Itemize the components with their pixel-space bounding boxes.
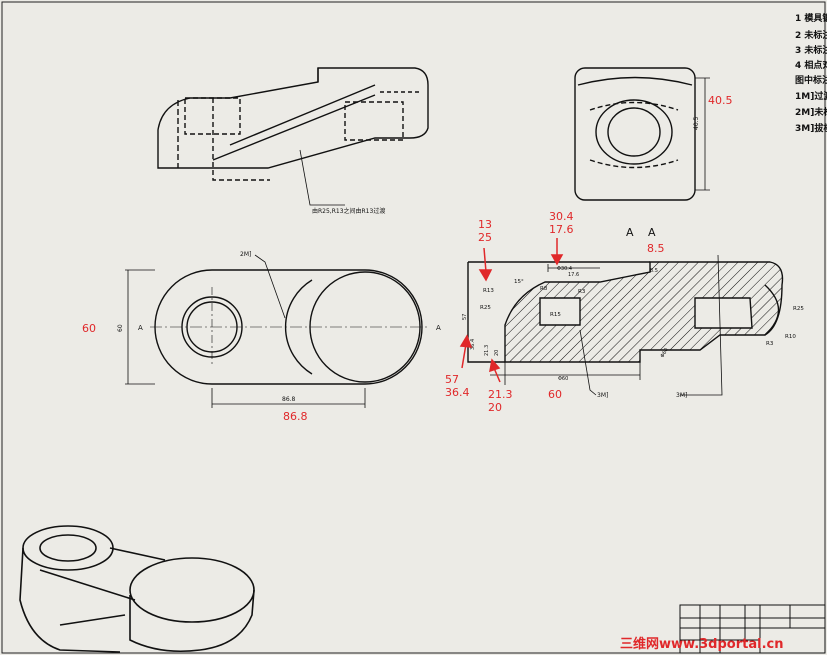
red-sec-304: 30.4 <box>549 210 574 223</box>
front-label-a-left: A <box>138 324 143 332</box>
section-label-a1: A <box>626 226 634 239</box>
top-view <box>157 67 429 206</box>
svg-text:R8: R8 <box>540 286 548 292</box>
section-drawn-dims: R13 R25 R15 R3 R8 R25 R10 R3 15° 17.6 Φ3… <box>462 266 804 382</box>
svg-text:20: 20 <box>494 350 500 356</box>
technical-notes: 1 模具锻 2 未标注 3 未标注 4 相点对 图中标注 1M]过渡 2M]未标… <box>795 12 827 134</box>
svg-text:2M]未标: 2M]未标 <box>795 106 827 118</box>
red-front-height: 60 <box>82 322 96 335</box>
svg-text:Φ30.4: Φ30.4 <box>557 266 572 272</box>
section-label-a2: A <box>648 226 656 239</box>
svg-text:R10: R10 <box>785 334 796 340</box>
section-leader-3m-right: 3M] <box>676 392 687 399</box>
front-label-a-right: A <box>436 324 441 332</box>
red-sec-85: 8.5 <box>647 242 665 255</box>
svg-text:8.5: 8.5 <box>650 268 658 274</box>
watermark: 三维网www.3dportal.cn <box>620 636 783 652</box>
red-sec-20: 20 <box>488 401 502 414</box>
section-view <box>467 254 784 396</box>
front-view <box>125 254 430 408</box>
red-side-height: 40.5 <box>708 94 733 107</box>
svg-text:4 相点对: 4 相点对 <box>795 59 827 71</box>
svg-text:1 模具锻: 1 模具锻 <box>795 12 827 24</box>
svg-text:21.3: 21.3 <box>484 345 490 356</box>
red-sec-60: 60 <box>548 388 562 401</box>
side-dim-drawn: 40.5 <box>693 116 700 130</box>
red-sec-213: 21.3 <box>488 388 513 401</box>
red-sec-25: 25 <box>478 231 492 244</box>
front-dim-width-drawn: 86.8 <box>282 396 296 403</box>
red-sec-176: 17.6 <box>549 223 574 236</box>
svg-text:3M]拔模: 3M]拔模 <box>795 122 827 134</box>
svg-text:15°: 15° <box>514 279 524 285</box>
svg-text:3 未标注: 3 未标注 <box>795 44 827 56</box>
svg-text:R3: R3 <box>578 289 586 295</box>
svg-text:R3: R3 <box>766 341 774 347</box>
red-sec-13: 13 <box>478 218 492 231</box>
svg-text:1M]过渡: 1M]过渡 <box>795 90 827 102</box>
svg-text:R13: R13 <box>483 288 494 294</box>
front-callout-2m: 2M] <box>240 251 251 258</box>
red-sec-57: 57 <box>445 373 459 386</box>
title-block <box>679 604 826 654</box>
red-sec-364: 36.4 <box>445 386 470 399</box>
svg-text:Φ60: Φ60 <box>660 347 670 359</box>
svg-text:Φ60: Φ60 <box>558 376 568 382</box>
svg-text:R25: R25 <box>793 306 804 312</box>
section-leader-3m: 3M] <box>597 392 608 399</box>
svg-text:R25: R25 <box>480 305 491 311</box>
side-view <box>574 67 710 201</box>
svg-text:17.6: 17.6 <box>568 272 579 278</box>
isometric-view <box>19 525 255 653</box>
red-front-width: 86.8 <box>283 410 308 423</box>
front-dim-height-drawn: 60 <box>117 324 124 332</box>
svg-text:2 未标注: 2 未标注 <box>795 29 827 41</box>
svg-text:57: 57 <box>462 314 468 320</box>
red-annotations: 40.5 60 86.8 13 25 30.4 17.6 8.5 57 36.4… <box>82 94 733 423</box>
svg-text:36.4: 36.4 <box>470 339 476 350</box>
top-view-callout: 由R25,R13之间由R13过渡 <box>312 207 385 215</box>
svg-text:R15: R15 <box>550 312 561 318</box>
red-arrows <box>459 238 564 383</box>
svg-text:图中标注: 图中标注 <box>795 74 827 86</box>
